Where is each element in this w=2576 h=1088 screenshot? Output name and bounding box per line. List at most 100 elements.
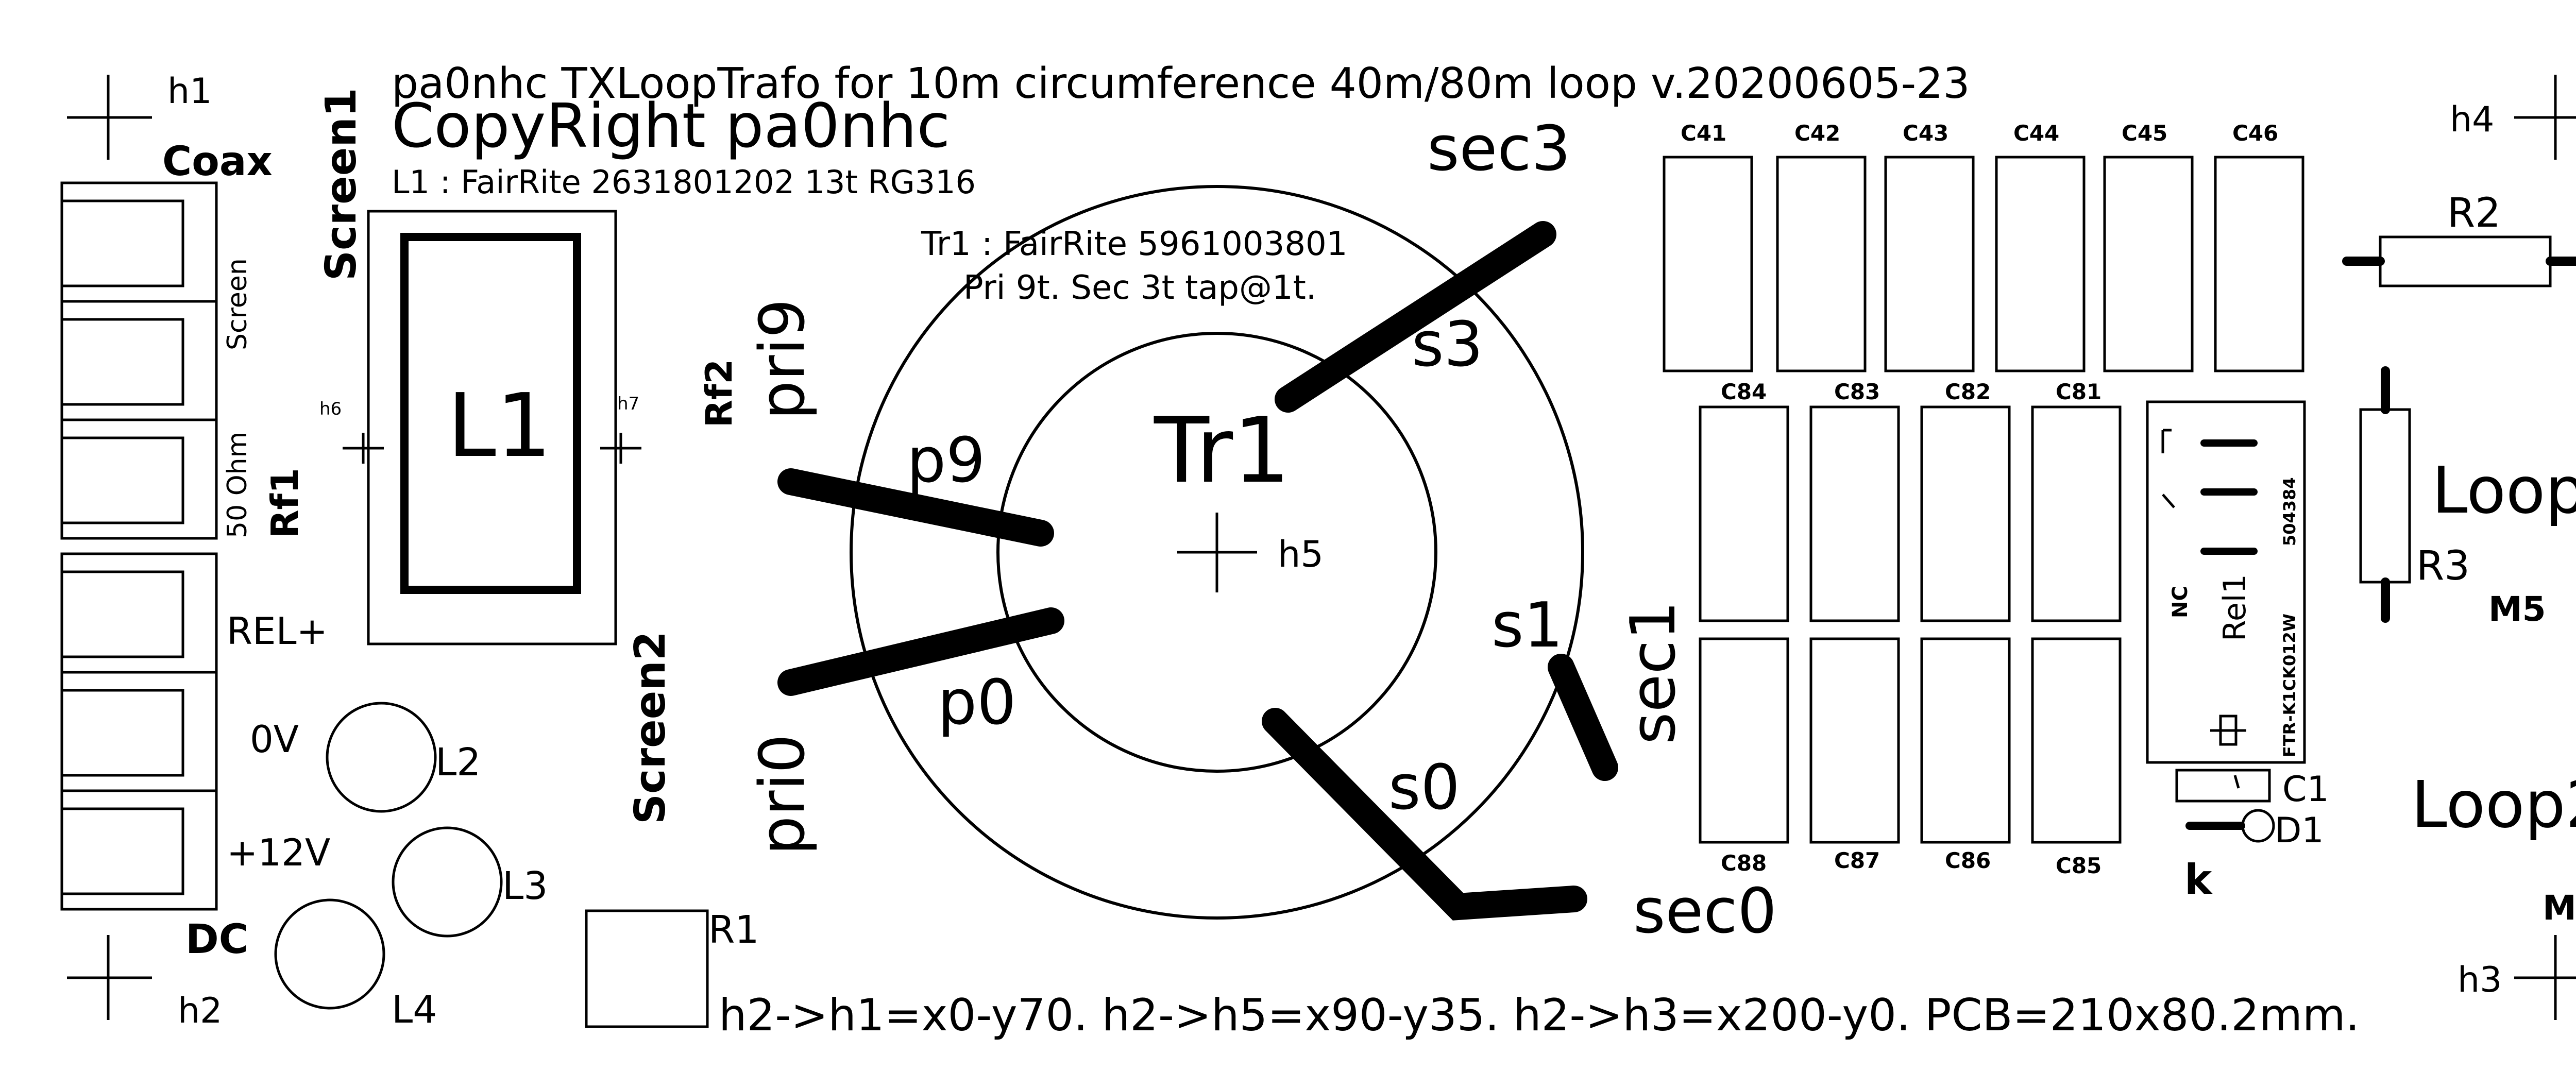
capacitor-c87 <box>1809 637 1900 844</box>
capacitor-label-c88: C88 <box>1721 851 1767 876</box>
capacitor-c84 <box>1699 405 1789 622</box>
capacitor-c44 <box>1995 156 2086 372</box>
hole-h3-label: h3 <box>2458 960 2502 1000</box>
hole-h6-label: h6 <box>319 399 342 419</box>
coax-pin-3 <box>62 436 184 524</box>
resistor-r1 <box>585 909 709 1028</box>
l1-body <box>400 233 581 594</box>
rf2-label: Rf2 <box>698 359 740 428</box>
pin-s1-label: s1 <box>1492 590 1563 661</box>
r1-label: R1 <box>708 908 759 952</box>
pin-p9-label: p9 <box>907 425 986 497</box>
coax-connector-dividers <box>62 300 216 421</box>
capacitor-label-c87: C87 <box>1834 848 1880 873</box>
r2-label: R2 <box>2447 190 2501 236</box>
m5-label: M5 <box>2488 589 2546 629</box>
hole-h4-label: h4 <box>2450 99 2494 140</box>
net-pri9-label: pri9 <box>747 299 819 420</box>
l1-spec-text: L1 : FairRite 2631801202 13t RG316 <box>392 163 976 201</box>
capacitor-c83 <box>1809 405 1900 622</box>
footer-dimensions: h2->h1=x0-y70. h2->h5=x90-y35. h2->h3=x2… <box>719 990 2360 1041</box>
k-label: k <box>2184 856 2213 904</box>
pin-s3-label: s3 <box>1412 309 1483 381</box>
dc-connector-dividers <box>62 671 216 792</box>
hole-h1-cross <box>67 75 152 160</box>
net-pri0-label: pri0 <box>747 734 819 855</box>
dc-pin-2 <box>62 689 184 777</box>
hole-h1-label: h1 <box>167 71 212 112</box>
winding-sec1-lead <box>1548 654 1618 781</box>
rf1-label: Rf1 <box>263 468 307 538</box>
capacitor-label-c45: C45 <box>2122 121 2167 146</box>
plus12-label: +12V <box>227 831 330 874</box>
capacitor-c88 <box>1699 637 1789 844</box>
led-l2 <box>326 702 437 813</box>
winding-sec3-lead <box>1275 221 1556 413</box>
l1-outline <box>367 210 617 645</box>
tr1-spec-1: Tr1 : FairRite 5961003801 <box>921 225 1347 263</box>
relay-contact-com <box>2162 494 2175 508</box>
winding-pri9-lead <box>777 468 1054 547</box>
winding-pri0-lead <box>777 607 1064 696</box>
hole-h5-label: h5 <box>1278 533 1324 575</box>
capacitor-label-c46: C46 <box>2232 121 2278 146</box>
coax-pin-2 <box>62 318 184 406</box>
capacitor-c1-mark <box>2233 775 2240 789</box>
capacitor-label-c85: C85 <box>2056 853 2102 878</box>
hole-h6-mark <box>343 433 384 464</box>
capacitor-label-c41: C41 <box>1681 121 1726 146</box>
zero-v-label: 0V <box>250 718 299 761</box>
l3-label: L3 <box>502 864 548 908</box>
capacitor-c43 <box>1884 156 1975 372</box>
screen1-label: Screen1 <box>317 88 366 281</box>
capacitor-label-c44: C44 <box>2013 121 2059 146</box>
coax-label: Coax <box>162 139 273 185</box>
capacitor-c41 <box>1663 156 1753 372</box>
pin-s0-label: s0 <box>1388 752 1460 824</box>
l2-label: L2 <box>435 740 481 785</box>
ohm-pin-label: 50 Ohm <box>222 432 253 538</box>
capacitor-label-c82: C82 <box>1945 379 1991 404</box>
pin-p0-label: p0 <box>938 667 1016 739</box>
hole-h4-cross <box>2514 75 2576 160</box>
copyright-text: CopyRight pa0nhc <box>392 90 950 161</box>
tr1-spec-2: Pri 9t. Sec 3t tap@1t. <box>963 269 1316 307</box>
capacitor-c85 <box>2031 637 2122 844</box>
screen2-label: Screen2 <box>626 631 675 824</box>
hole-h3-cross <box>2514 935 2576 1020</box>
capacitor-c42 <box>1776 156 1867 372</box>
capacitor-label-c86: C86 <box>1945 848 1991 873</box>
capacitor-label-c42: C42 <box>1794 121 1840 146</box>
l4-label: L4 <box>392 988 437 1032</box>
relay-nc-label: NC <box>2168 586 2192 618</box>
net-sec0-label: sec0 <box>1633 876 1777 947</box>
coax-pin-1 <box>62 199 184 287</box>
loop2-label: Loop2 <box>2411 768 2576 842</box>
l1-label: L1 <box>447 375 552 477</box>
tr1-outer-ring <box>850 185 1584 920</box>
dc-pin-1 <box>62 570 184 658</box>
hole-h7-mark <box>600 433 641 464</box>
capacitor-label-c81: C81 <box>2056 379 2102 404</box>
led-l4 <box>274 898 385 1010</box>
relay-contact-nc <box>2161 429 2172 453</box>
capacitor-c46 <box>2214 156 2304 372</box>
tr1-inner-ring <box>996 332 1437 773</box>
net-sec1-label: sec1 <box>1618 601 1689 744</box>
r3-label: R3 <box>2416 543 2470 589</box>
relay-rel1-outline <box>2146 400 2306 764</box>
c1-label: C1 <box>2282 769 2329 810</box>
relay-rel1-label: Rel1 <box>2217 574 2253 641</box>
winding-sec0-lead <box>1262 708 1587 921</box>
net-sec3-label: sec3 <box>1427 113 1571 185</box>
dc-label: DC <box>185 916 248 963</box>
hole-h2-cross <box>67 935 152 1020</box>
led-l3 <box>392 826 503 938</box>
relay-part-label: FTR-K1CK012W <box>2280 614 2299 757</box>
tr1-label: Tr1 <box>1154 399 1290 503</box>
capacitor-c81 <box>2031 405 2122 622</box>
hole-h7-label: h7 <box>617 394 639 414</box>
capacitor-label-c84: C84 <box>1721 379 1767 404</box>
dc-connector-outline <box>60 552 218 911</box>
